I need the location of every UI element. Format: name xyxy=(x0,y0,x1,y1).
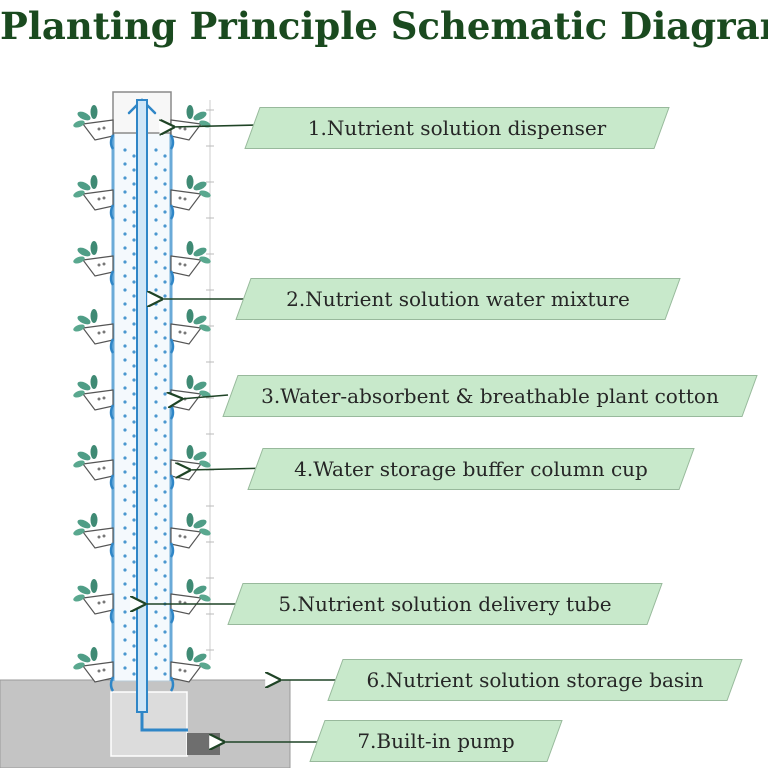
built-in-pump xyxy=(187,733,220,755)
planting-pocket-right xyxy=(169,175,211,220)
label-buffer-column-cup: 4.Water storage buffer column cup xyxy=(247,448,695,490)
diagram-title: Planting Principle Schematic Diagram xyxy=(0,4,768,48)
label-built-in-pump: 7.Built-in pump xyxy=(309,720,563,762)
label-delivery-tube: 5.Nutrient solution delivery tube xyxy=(227,583,663,625)
planting-pocket-left xyxy=(73,175,115,220)
basin-inner-chamber xyxy=(110,691,188,757)
delivery-tube xyxy=(136,99,148,713)
planting-pocket-left xyxy=(73,375,115,420)
nutrient-solution-bubbles xyxy=(123,148,167,676)
delivery-tube-base xyxy=(140,712,188,732)
arrow-1 xyxy=(172,125,259,127)
planting-pocket-left xyxy=(73,579,115,624)
label-nutrient-dispenser: 1.Nutrient solution dispenser xyxy=(244,107,670,149)
label-plant-cotton: 3.Water-absorbent & breathable plant cot… xyxy=(222,375,758,417)
planting-pocket-right xyxy=(169,241,211,286)
arrow-3 xyxy=(180,395,229,399)
planting-pocket-right xyxy=(169,445,211,490)
planting-pocket-left xyxy=(73,105,115,150)
planting-pocket-left xyxy=(73,513,115,558)
planting-pocket-right xyxy=(169,309,211,354)
planting-pocket-right xyxy=(169,647,211,692)
planting-pocket-right xyxy=(169,513,211,558)
planting-pocket-left xyxy=(73,647,115,692)
label-storage-basin: 6.Nutrient solution storage basin xyxy=(327,659,743,701)
planting-pocket-left xyxy=(73,241,115,286)
planting-pocket-right xyxy=(169,579,211,624)
planting-pocket-left xyxy=(73,445,115,490)
label-water-mixture: 2.Nutrient solution water mixture xyxy=(235,278,681,320)
planting-pocket-left xyxy=(73,309,115,354)
